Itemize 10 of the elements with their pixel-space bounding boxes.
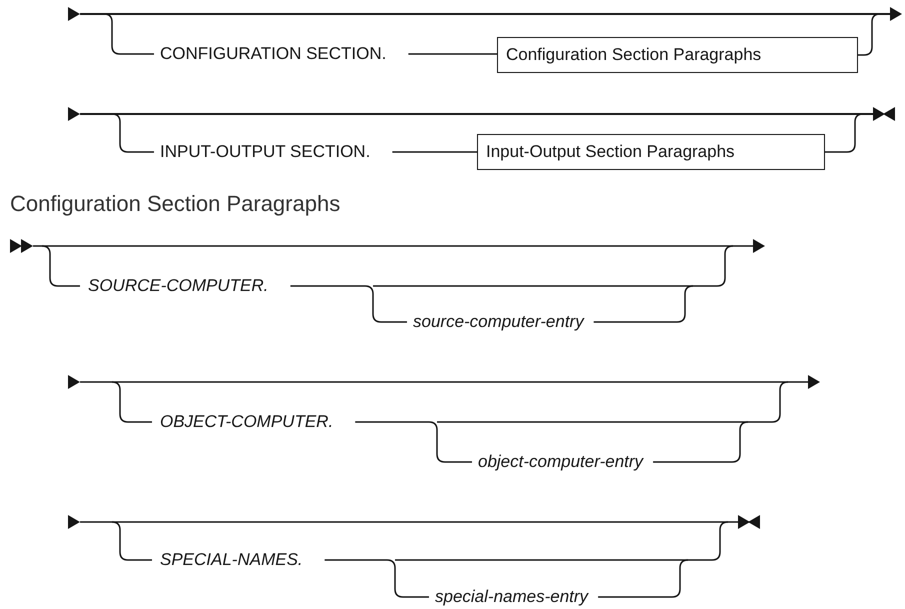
connector-line — [290, 285, 407, 323]
connector-line — [392, 151, 477, 153]
connector-line — [324, 559, 429, 598]
syntax-variable: special-names-entry — [433, 587, 590, 607]
reference-box: Configuration Section Paragraphs — [497, 37, 858, 73]
connector-line — [355, 421, 472, 463]
syntax-variable: object-computer-entry — [476, 452, 646, 472]
connector-line — [408, 53, 497, 55]
section-heading: Configuration Section Paragraphs — [10, 190, 340, 218]
reference-box: Input-Output Section Paragraphs — [477, 134, 825, 170]
